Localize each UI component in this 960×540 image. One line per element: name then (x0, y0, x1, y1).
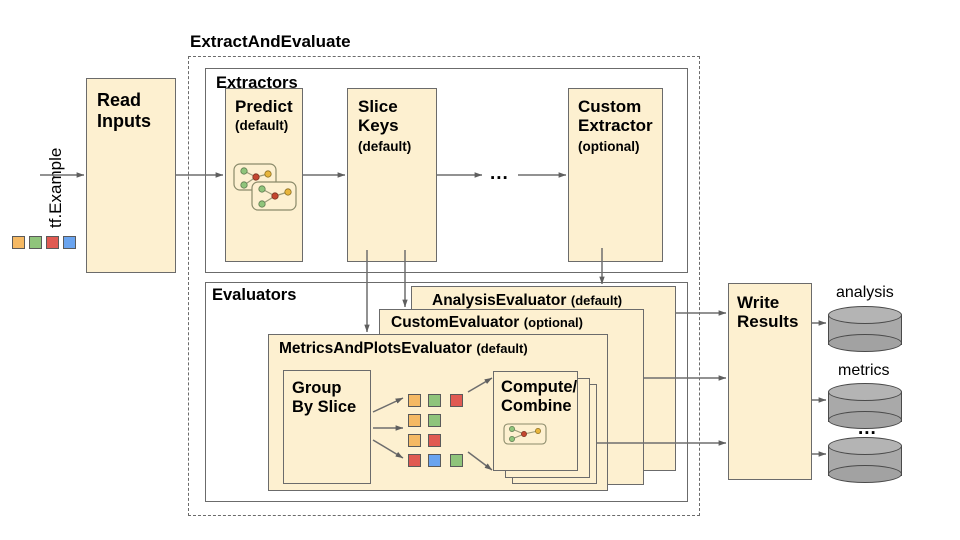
group-by-slice-box[interactable]: Group By Slice (283, 370, 371, 484)
compute-combine-line1: Compute/ (501, 378, 578, 396)
group-by-slice-line2: By Slice (292, 397, 357, 416)
read-inputs-box[interactable]: Read Inputs (86, 78, 176, 273)
input-label-tf-example: tf.Example (46, 147, 65, 228)
read-inputs-line1: Read (97, 90, 142, 110)
extractor-box-custom-extractor[interactable]: Custom Extractor (optional) (568, 88, 663, 262)
slice-chip (450, 394, 463, 407)
read-inputs-line2: Inputs (97, 110, 151, 131)
extract-and-evaluate-title: ExtractAndEvaluate (190, 32, 351, 51)
slice-chip (408, 454, 421, 467)
slice-chip (408, 434, 421, 447)
model-graph-icon (233, 163, 297, 211)
write-results-line2: Results (737, 312, 799, 332)
output-label-analysis: analysis (836, 284, 894, 301)
custom-extractor-line1: Custom (578, 97, 642, 116)
slice-keys-line1: Slice (358, 97, 398, 116)
extractor-box-predict[interactable]: Predict (default) (225, 88, 303, 262)
write-results-box[interactable]: Write Results (728, 283, 812, 480)
slice-chip (428, 394, 441, 407)
slice-chip (428, 434, 441, 447)
analysis-evaluator-note: (default) (570, 293, 623, 308)
compute-combine-box[interactable]: Compute/ Combine (493, 371, 578, 471)
predict-note: (default) (235, 118, 289, 133)
group-by-slice-line1: Group (292, 379, 342, 397)
chip-red (46, 236, 59, 249)
evaluators-label: Evaluators (212, 286, 297, 304)
slice-keys-line2: Keys (358, 116, 399, 136)
output-cylinder-analysis[interactable] (828, 306, 902, 352)
custom-extractor-note: (optional) (578, 139, 640, 154)
chip-orange (12, 236, 25, 249)
output-cylinder-more[interactable] (828, 437, 902, 483)
plot-graph-icon (503, 423, 547, 445)
write-results-line1: Write (737, 293, 780, 312)
extract-and-evaluate-container (188, 56, 700, 516)
predict-title: Predict (235, 97, 293, 116)
extractors-ellipsis: ... (490, 163, 509, 184)
slice-chip (408, 414, 421, 427)
custom-evaluator-note: (optional) (523, 315, 584, 330)
extractor-box-slice-keys[interactable]: Slice Keys (default) (347, 88, 437, 262)
custom-evaluator-name: CustomEvaluator (391, 314, 520, 331)
extractors-label: Extractors (216, 74, 298, 92)
chip-blue (63, 236, 76, 249)
slice-chip (428, 414, 441, 427)
analysis-evaluator-name: AnalysisEvaluator (432, 292, 567, 309)
output-label-more: ... (858, 418, 877, 439)
output-cylinder-metrics[interactable] (828, 383, 902, 429)
custom-extractor-line2: Extractor (578, 116, 653, 136)
slice-chip (408, 394, 421, 407)
metrics-evaluator-name: MetricsAndPlotsEvaluator (279, 340, 472, 357)
slice-keys-note: (default) (358, 139, 412, 154)
compute-combine-line2: Combine (501, 396, 572, 415)
slice-chip (450, 454, 463, 467)
output-label-metrics: metrics (838, 362, 890, 379)
chip-green (29, 236, 42, 249)
slice-chip (428, 454, 441, 467)
metrics-evaluator-note: (default) (476, 341, 528, 356)
